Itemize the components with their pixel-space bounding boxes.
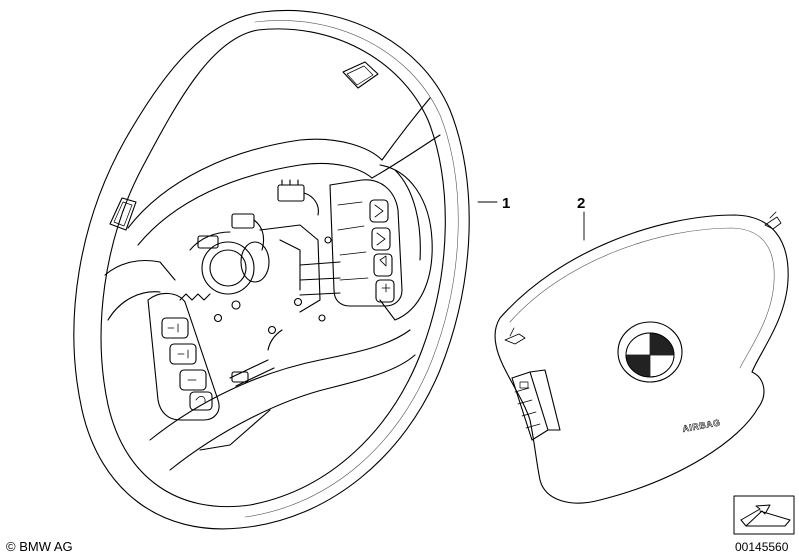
right-control-panel [329, 179, 403, 307]
callout-airbag-module: 2 [577, 195, 586, 212]
airbag-bracket [511, 369, 561, 441]
callout-steering-wheel: 1 [502, 195, 511, 212]
diagram-number: 00145560 [735, 540, 789, 554]
airbag-module [494, 211, 789, 504]
airbag-label: AIRBAG [682, 417, 722, 434]
copyright-notice: © BMW AG [6, 539, 73, 554]
bmw-logo [617, 321, 683, 383]
arrow-icon [733, 495, 795, 535]
steering-wheel [73, 9, 470, 530]
left-control-panel [147, 292, 220, 421]
